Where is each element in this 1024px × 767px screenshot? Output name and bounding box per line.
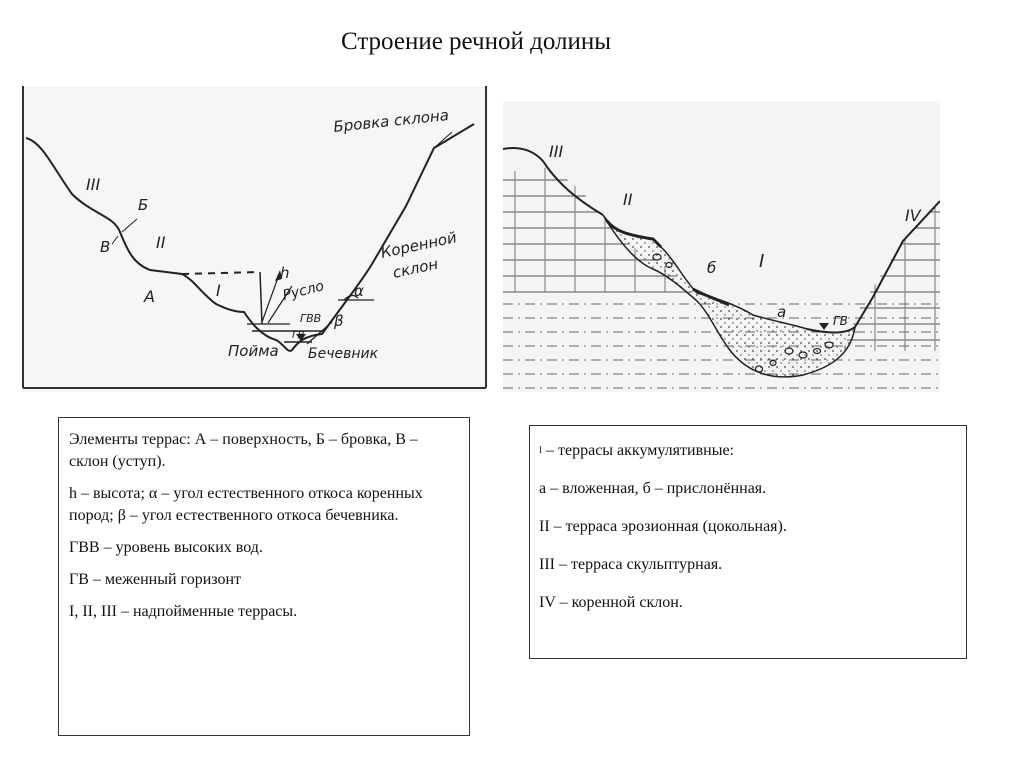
label-gvv: ГВВ: [300, 312, 321, 325]
terrace-II-cap: [605, 220, 663, 249]
legend-erosion-text: II – терраса эрозионная (цокольная).: [539, 518, 787, 535]
legend-elements-text: Элементы террас: А – поверхность, Б – бр…: [69, 431, 418, 470]
terrace-types-cross-section: III II I IV б а ГВ: [503, 101, 940, 392]
label-B-brovka: Б: [138, 196, 148, 214]
label-beta: β: [333, 312, 344, 330]
legend-box-elements: Элементы террас: А – поверхность, Б – бр…: [58, 417, 470, 736]
water-level-marker: [296, 334, 306, 341]
legend-terraces-text: I, II, III – надпойменные террасы.: [69, 603, 298, 620]
legend-height-angles-text: h – высота; α – угол естественного откос…: [69, 485, 423, 524]
label-h: h: [280, 264, 290, 282]
label-gv: ГВ: [292, 330, 305, 341]
terrace-b-fill: [602, 214, 857, 378]
legend-box-terrace-types: I – террасы аккумулятивные: а – вложенна…: [529, 425, 967, 659]
legend-accumulative-line: I – террасы аккумулятивные:: [539, 439, 959, 462]
terrace-b-cap: [692, 287, 730, 307]
river-valley-profile-diagram: Бровка склона Коренной склон III Б В II …: [22, 86, 488, 392]
valley-profile-line: [25, 123, 475, 352]
label-poima: Пойма: [228, 342, 279, 360]
height-line: [259, 271, 263, 325]
arrow-head-h: [275, 270, 282, 281]
label-V-sklon: В: [100, 238, 110, 256]
legend-gv-text: ГВ – меженный горизонт: [69, 571, 242, 588]
legend-sculptural-text: III – терраса скульптурная.: [539, 556, 723, 573]
arrow-to-ruslo: [267, 285, 293, 324]
label-terrace-III: III: [549, 142, 563, 161]
legend-a-b-text: а – вложенная, б – прислонённая.: [539, 480, 767, 497]
terrace-surface-dashed: [181, 271, 261, 275]
pebbles: [652, 253, 834, 373]
leader-brovka: [433, 131, 453, 149]
legend-bedrock-slope-text: IV – коренной склон.: [539, 594, 683, 611]
page-title: Строение речной долины: [340, 28, 612, 55]
leader-v: [111, 235, 119, 245]
label-terrace-I: I: [216, 281, 221, 300]
legend-accumulative-text: – террасы аккумулятивные:: [546, 442, 734, 459]
label-alpha: α: [354, 282, 364, 300]
leader-b: [121, 218, 138, 233]
gv-marker: [819, 323, 829, 330]
label-IV: IV: [905, 206, 922, 225]
label-terrace-II: II: [156, 233, 166, 252]
bechevnik-slope: [306, 321, 333, 345]
legend-gvv-text: ГВВ – уровень высоких вод.: [69, 539, 263, 556]
alpha-angle-arc: [343, 294, 359, 301]
label-b: б: [707, 259, 716, 277]
roman-one-mark: I: [539, 445, 542, 455]
scan-background: [22, 86, 488, 392]
label-a: а: [777, 303, 786, 321]
label-bechevnik: Бечевник: [308, 346, 379, 362]
label-terrace-II: II: [623, 190, 633, 209]
right-slope-line: [806, 200, 940, 334]
upper-slope-line: [503, 147, 604, 216]
label-gv: ГВ: [833, 314, 848, 328]
label-A-surface: А: [143, 287, 155, 306]
label-terrace-III: III: [86, 175, 100, 194]
label-terrace-I: I: [759, 251, 764, 272]
